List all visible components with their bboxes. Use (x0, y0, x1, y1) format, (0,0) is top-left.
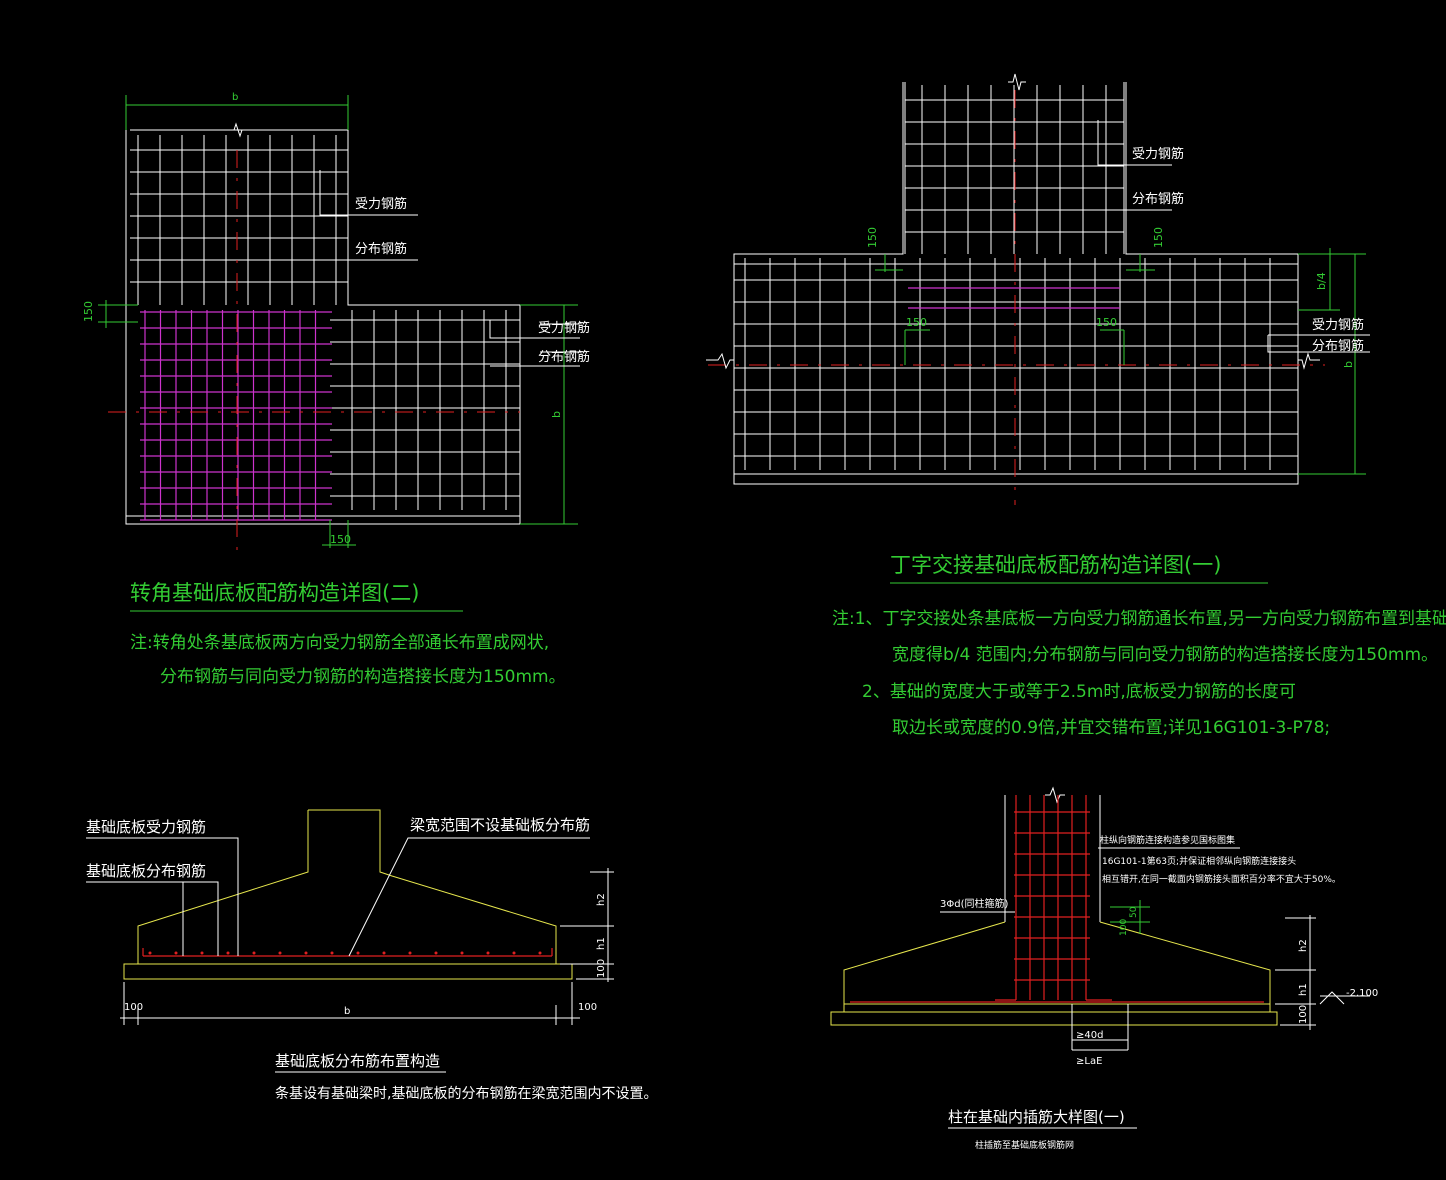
tee-dim-150-c: 150 (906, 316, 927, 329)
column-label-stirrup: 3Φd(同柱箍筋) (940, 897, 1008, 910)
rebar-dot (486, 951, 490, 955)
dim-b-top: b (232, 92, 238, 103)
tee-note-line3: 2、基础的宽度大于或等于2.5m时,底板受力钢筋的长度可 (862, 682, 1296, 702)
column-dim-h1: h1 (1298, 983, 1309, 996)
tee-label-dist-bar-2: 分布钢筋 (1312, 338, 1364, 354)
label-dist-bar-2: 分布钢筋 (538, 349, 590, 365)
column-dim-lae: ≥LaE (1076, 1056, 1102, 1067)
column-dim-100-small: 100 (1119, 919, 1129, 936)
column-note-line2: 16G101-1第63页;并保证相邻纵向钢筋连接接头 (1102, 855, 1296, 867)
tee-dim-150-d: 150 (1096, 316, 1117, 329)
rebar-dot (330, 951, 334, 955)
column-note-line3: 相互错开,在同一截面内钢筋接头面积百分率不宜大于50%。 (1102, 873, 1341, 885)
tee-note-line4: 取边长或宽度的0.9倍,并宜交错布置;详见16G101-3-P78; (892, 718, 1330, 738)
distribution-bar-section: 基础底板受力钢筋 基础底板分布钢筋 梁宽范围不设基础板分布筋 h2 h1 100… (86, 809, 657, 1102)
tee-label-dist-bar-1: 分布钢筋 (1132, 191, 1184, 207)
column-elevation: -2.100 (1346, 988, 1378, 999)
corner-foundation-plan: b 受力钢筋 分布钢筋 受力钢筋 分布钢筋 b 150 150 转角基础底板配筋… (82, 92, 590, 687)
rebar-dot (382, 951, 386, 955)
column-subtitle: 柱插筋至基础底板钢筋网 (975, 1139, 1074, 1151)
column-dim-50: 50 (1129, 906, 1139, 918)
dim-b-right: b (550, 411, 563, 418)
label-main-bar-1: 受力钢筋 (355, 196, 407, 212)
section-label-dist-bar: 基础底板分布钢筋 (86, 862, 206, 880)
section-dim-100: 100 (596, 959, 607, 978)
rebar-dot (226, 951, 230, 955)
rebar-dot (304, 951, 308, 955)
corner-title: 转角基础底板配筋构造详图(二) (130, 581, 419, 605)
section-note: 条基设有基础梁时,基础底板的分布钢筋在梁宽范围内不设置。 (275, 1085, 657, 1102)
tee-dim-150-a: 150 (866, 227, 879, 248)
tee-note-line2: 宽度得b/4 范围内;分布钢筋与同向受力钢筋的构造搭接长度为150mm。 (892, 645, 1438, 665)
rebar-dot (512, 951, 516, 955)
tee-dim-b4: b/4 (1315, 272, 1328, 290)
dim-150-bottom: 150 (330, 533, 351, 546)
column-dim-100: 100 (1298, 1005, 1309, 1024)
tee-dim-b: b (1342, 361, 1355, 368)
corner-note-line1: 注:转角处条基底板两方向受力钢筋全部通长布置成网状, (130, 633, 549, 653)
section-dim-100-left: 100 (124, 1002, 143, 1013)
section-dim-h1: h1 (596, 937, 607, 950)
section-label-main-bar: 基础底板受力钢筋 (86, 818, 206, 836)
rebar-dot (356, 951, 360, 955)
section-title: 基础底板分布筋布置构造 (275, 1052, 440, 1070)
tee-note-line1: 注:1、丁字交接处条基底板一方向受力钢筋通长布置,另一方向受力钢筋布置到基础 (832, 609, 1446, 629)
rebar-dot (252, 951, 256, 955)
column-dowel-detail: 柱纵向钢筋连接构造参见国标图集 16G101-1第63页;并保证相邻纵向钢筋连接… (830, 786, 1378, 1151)
tee-dim-150-b: 150 (1152, 227, 1165, 248)
tee-label-main-bar-1: 受力钢筋 (1132, 146, 1184, 162)
tee-foundation-plan: 受力钢筋 分布钢筋 受力钢筋 分布钢筋 150 150 150 150 b/4 … (706, 73, 1446, 738)
rebar-dot (148, 951, 152, 955)
column-dim-40d: ≥40d (1076, 1030, 1103, 1041)
dim-150-left: 150 (82, 301, 95, 322)
column-dim-h2: h2 (1298, 939, 1309, 952)
section-dim-b: b (344, 1006, 350, 1017)
rebar-dot (460, 951, 464, 955)
label-dist-bar-1: 分布钢筋 (355, 241, 407, 257)
rebar-dot (200, 951, 204, 955)
section-dim-100-right: 100 (578, 1002, 597, 1013)
section-dim-h2: h2 (596, 893, 607, 906)
label-main-bar-2: 受力钢筋 (538, 320, 590, 336)
rebar-dot (174, 951, 178, 955)
rebar-dot (408, 951, 412, 955)
tee-label-main-bar-2: 受力钢筋 (1312, 317, 1364, 333)
rebar-dot (538, 951, 542, 955)
corner-note-line2: 分布钢筋与同向受力钢筋的构造搭接长度为150mm。 (160, 667, 566, 687)
rebar-dot (434, 951, 438, 955)
tee-title: 丁字交接基础底板配筋构造详图(一) (890, 553, 1221, 577)
section-label-no-dist: 梁宽范围不设基础板分布筋 (410, 816, 590, 834)
column-title: 柱在基础内插筋大样图(一) (948, 1108, 1125, 1126)
column-note-line1: 柱纵向钢筋连接构造参见国标图集 (1100, 834, 1235, 846)
rebar-dot (278, 951, 282, 955)
